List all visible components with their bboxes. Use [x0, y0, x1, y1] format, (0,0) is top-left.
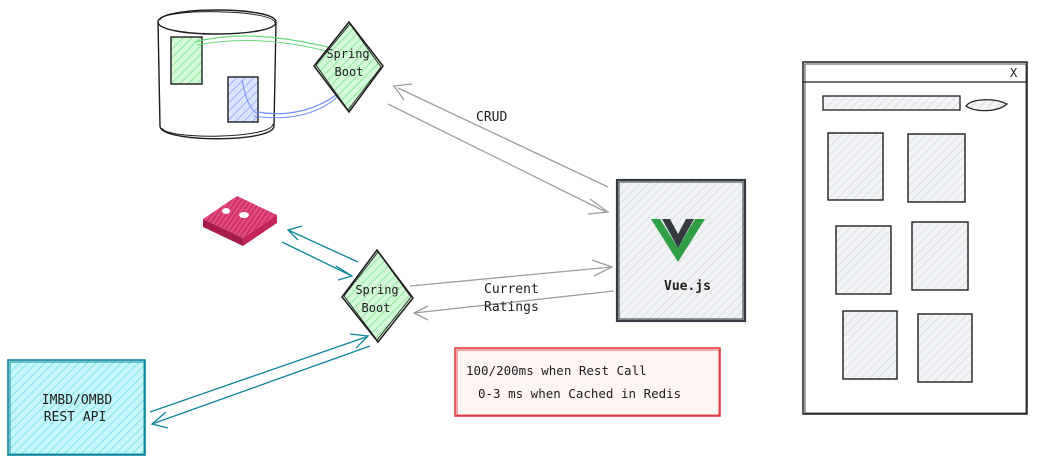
db-blue-connector — [257, 91, 341, 115]
search-button-icon[interactable] — [965, 99, 1009, 112]
redis-icon — [203, 196, 277, 246]
external-api-line1: IMBD/OMBD — [42, 393, 113, 408]
spring-boot-bottom-node: Spring Boot — [341, 248, 414, 344]
close-icon[interactable]: X — [1010, 66, 1018, 80]
crud-arrow — [387, 83, 610, 215]
card-4[interactable] — [911, 221, 969, 291]
search-bar[interactable] — [822, 95, 961, 111]
crud-label: CRUD — [476, 110, 507, 125]
spring-boot-top-node: Spring Boot — [313, 20, 384, 114]
spring-boot-top-line1: Spring — [326, 47, 369, 61]
database-cylinder — [157, 9, 277, 140]
db-green-connector — [194, 35, 333, 49]
card-1[interactable] — [827, 132, 884, 201]
external-api-line2: REST API — [44, 410, 107, 425]
vue-node: Vue.js — [615, 178, 747, 323]
card-3[interactable] — [835, 225, 892, 295]
spring-boot-bottom-line1: Spring — [355, 283, 398, 297]
api-connector — [149, 333, 371, 429]
card-5[interactable] — [842, 310, 898, 380]
browser-window-mockup: X — [802, 61, 1028, 415]
ratings-arrow — [409, 259, 615, 321]
spring-boot-bottom-line2: Boot — [362, 301, 391, 315]
note-line1: 100/200ms when Rest Call — [466, 363, 647, 378]
ratings-label-line2: Ratings — [484, 300, 539, 315]
card-6[interactable] — [917, 313, 973, 383]
db-green-block — [170, 36, 203, 85]
card-2[interactable] — [907, 133, 966, 203]
redis-connector — [281, 225, 359, 281]
ratings-label-line1: Current — [484, 282, 539, 297]
note-line2: 0-3 ms when Cached in Redis — [478, 386, 681, 401]
external-api-node: IMBD/OMBD REST API — [7, 359, 146, 456]
vue-logo-icon — [651, 219, 705, 262]
vue-label: Vue.js — [664, 279, 711, 294]
spring-boot-top-line2: Boot — [335, 65, 364, 79]
latency-note: 100/200ms when Rest Call 0-3 ms when Cac… — [454, 347, 721, 417]
